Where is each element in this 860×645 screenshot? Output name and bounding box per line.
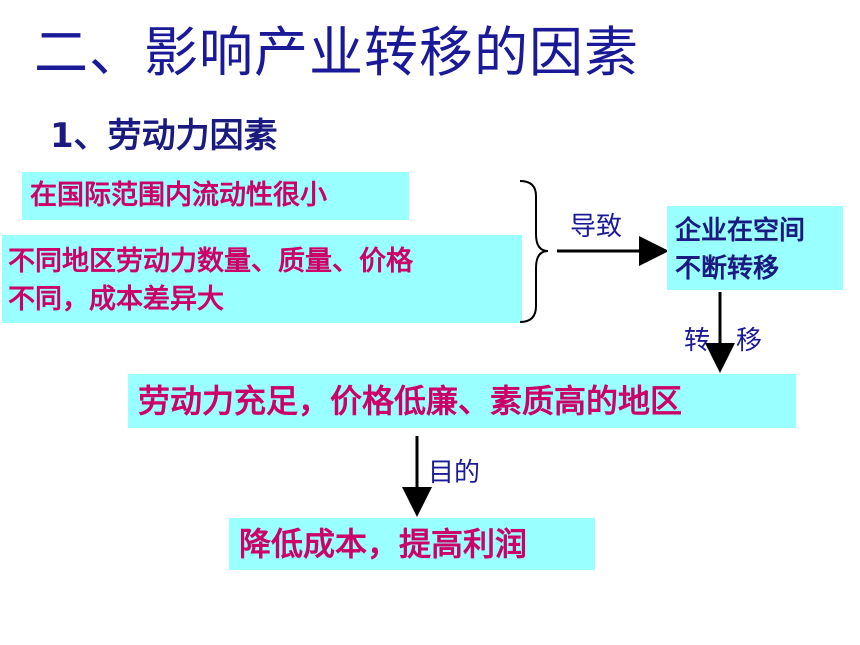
result-line-1: 企业在空间 [675, 216, 806, 246]
factor-line-2: 不同，成本差异大 [8, 284, 224, 315]
goal-box: 降低成本，提高利润 [229, 518, 595, 570]
section-subtitle: 1、劳动力因素 [50, 116, 278, 156]
result-line-2: 不断转移 [675, 254, 780, 284]
factor-line-1: 不同地区劳动力数量、质量、价格 [8, 246, 413, 277]
transfer-label-right: 移 [736, 326, 763, 356]
cause-label: 导致 [570, 212, 623, 242]
transfer-label-left: 转 [684, 326, 711, 356]
result-box: 企业在空间 不断转移 [667, 206, 843, 290]
factor-box-mobility: 在国际范围内流动性很小 [22, 172, 409, 220]
page-title: 二、影响产业转移的因素 [34, 21, 639, 84]
destination-box: 劳动力充足，价格低廉、素质高的地区 [128, 374, 796, 428]
factor-box-cost-difference: 不同地区劳动力数量、质量、价格 不同，成本差异大 [2, 235, 522, 323]
purpose-label: 目的 [428, 458, 481, 488]
grouping-brace [519, 180, 549, 323]
